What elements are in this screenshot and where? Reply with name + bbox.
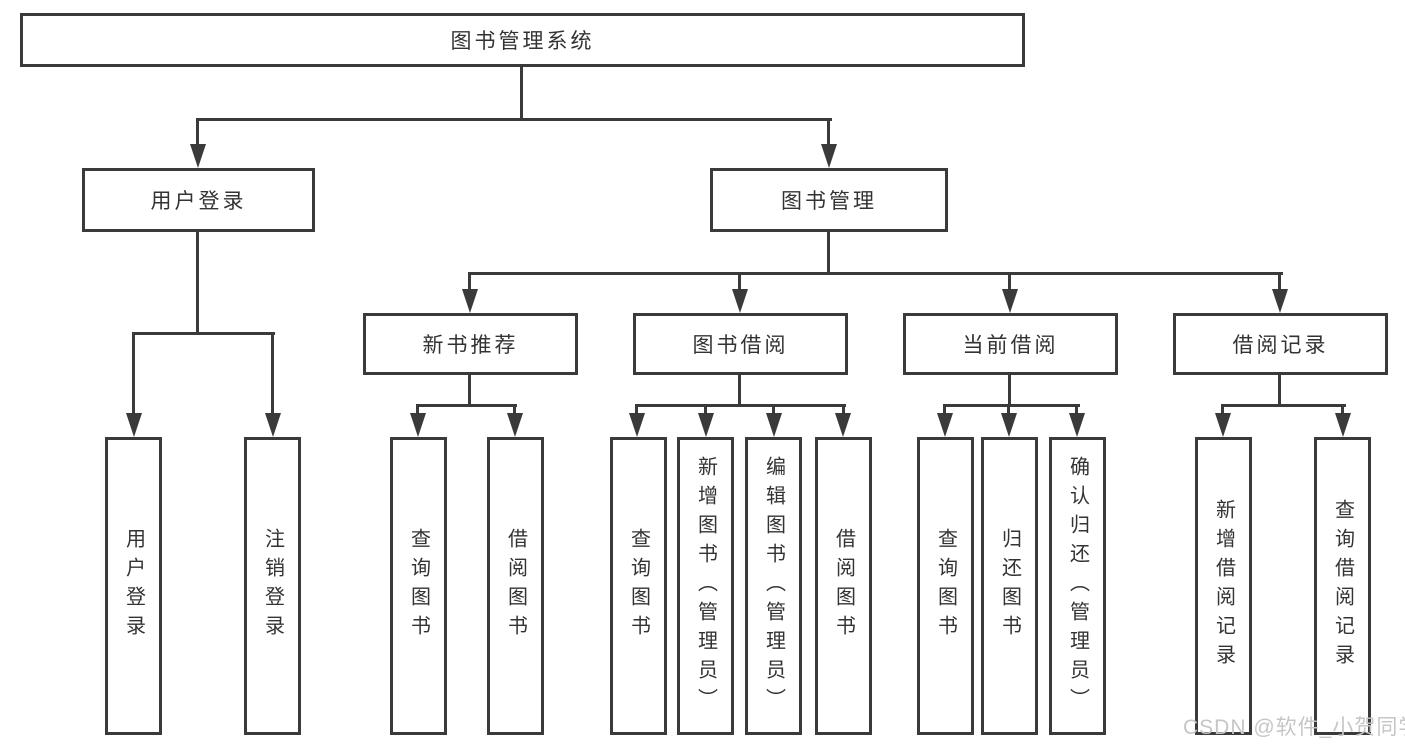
node-borrow-records-label: 借阅记录 (1232, 334, 1329, 357)
node-user-login-label: 用户登录 (150, 190, 247, 213)
arrow-to-user-login (190, 144, 206, 168)
arrow-to-borrow-records (1272, 289, 1288, 313)
arrow-to-bb-edit (766, 413, 782, 437)
leaf-logout-login: 注销登录 (244, 437, 301, 735)
connector-current-borrow-hline (943, 404, 1080, 407)
connector-recommend-hline (416, 404, 517, 407)
arrow-to-bb-borrow (835, 413, 851, 437)
connector-recommend-stem (468, 375, 471, 407)
arrow-to-leaf-user-login (126, 413, 142, 437)
arrow-to-recommend (462, 289, 478, 313)
connector-drop-user-login (196, 118, 199, 146)
node-book-management-label: 图书管理 (781, 190, 877, 213)
connector-book-mgmt-hline (468, 272, 1283, 275)
connector-drop-cb-confirm (1075, 404, 1078, 416)
node-user-login: 用户登录 (82, 168, 315, 232)
connector-borrow-records-hline (1221, 404, 1346, 407)
connector-root-stem (520, 67, 523, 120)
arrow-to-cb-return (1001, 413, 1017, 437)
leaf-bb-edit-books-admin-label: 编辑图书（管理员） (762, 455, 785, 717)
leaf-bb-add-books-admin-label: 新增图书（管理员） (694, 455, 717, 717)
leaf-cb-query-books-label: 查询图书 (934, 528, 957, 644)
connector-drop-book-mgmt (827, 118, 830, 146)
connector-drop-bb-add (704, 404, 707, 416)
connector-book-borrow-hline (635, 404, 846, 407)
node-current-borrow: 当前借阅 (903, 313, 1118, 375)
connector-user-login-hline (132, 332, 275, 335)
connector-drop-recommend (468, 272, 471, 291)
arrow-to-recommend-borrow (507, 413, 523, 437)
connector-drop-cb-return (1007, 404, 1010, 416)
csdn-watermark: CSDN @软件_小贺同学 (1183, 716, 1405, 739)
connector-drop-bb-borrow (842, 404, 845, 416)
connector-drop-br-query (1341, 404, 1344, 416)
connector-drop-bb-query (635, 404, 638, 416)
connector-borrow-records-stem (1278, 375, 1281, 407)
arrow-to-cb-query (937, 413, 953, 437)
node-new-book-recommend: 新书推荐 (363, 313, 578, 375)
connector-root-hline (196, 118, 832, 121)
connector-drop-leaf-user-login (132, 332, 135, 415)
arrow-to-br-query (1335, 413, 1351, 437)
connector-book-borrow-stem (738, 375, 741, 407)
leaf-logout-login-label: 注销登录 (261, 528, 284, 644)
connector-drop-recommend-query (416, 404, 419, 416)
leaf-bb-query-books: 查询图书 (610, 437, 667, 735)
connector-drop-book-borrow (738, 272, 741, 291)
leaf-br-query-record-label: 查询借阅记录 (1331, 499, 1354, 673)
arrow-to-bb-query (629, 413, 645, 437)
connector-drop-cb-query (943, 404, 946, 416)
leaf-bb-query-books-label: 查询图书 (627, 528, 650, 644)
leaf-cb-confirm-return-admin-label: 确认归还（管理员） (1066, 455, 1089, 717)
leaf-br-add-record-label: 新增借阅记录 (1212, 499, 1235, 673)
leaf-cb-return-books-label: 归还图书 (998, 528, 1021, 644)
connector-drop-leaf-logout (271, 332, 274, 415)
node-borrow-records: 借阅记录 (1173, 313, 1388, 375)
leaf-recommend-borrow-books-label: 借阅图书 (504, 528, 527, 644)
connector-book-mgmt-stem (827, 232, 830, 275)
node-library-system-label: 图书管理系统 (450, 30, 595, 53)
arrow-to-recommend-query (410, 413, 426, 437)
arrow-to-book-mgmt (821, 144, 837, 168)
leaf-br-add-record: 新增借阅记录 (1195, 437, 1252, 735)
node-book-borrow-label: 图书借阅 (692, 334, 789, 357)
connector-drop-current-borrow (1008, 272, 1011, 291)
leaf-cb-confirm-return-admin: 确认归还（管理员） (1049, 437, 1106, 735)
leaf-recommend-query-books-label: 查询图书 (407, 528, 430, 644)
leaf-user-login: 用户登录 (105, 437, 162, 735)
leaf-bb-edit-books-admin: 编辑图书（管理员） (745, 437, 802, 735)
leaf-recommend-borrow-books: 借阅图书 (487, 437, 544, 735)
leaf-recommend-query-books: 查询图书 (390, 437, 447, 735)
leaf-user-login-label: 用户登录 (122, 528, 145, 644)
connector-current-borrow-stem (1008, 375, 1011, 407)
node-new-book-recommend-label: 新书推荐 (422, 334, 519, 357)
arrow-to-current-borrow (1002, 289, 1018, 313)
leaf-bb-add-books-admin: 新增图书（管理员） (677, 437, 734, 735)
node-book-borrow: 图书借阅 (633, 313, 848, 375)
node-library-system: 图书管理系统 (20, 13, 1025, 67)
node-book-management: 图书管理 (710, 168, 948, 232)
leaf-br-query-record: 查询借阅记录 (1314, 437, 1371, 735)
arrow-to-bb-add (698, 413, 714, 437)
leaf-cb-query-books: 查询图书 (917, 437, 974, 735)
connector-drop-borrow-records (1278, 272, 1281, 291)
arrow-to-cb-confirm (1069, 413, 1085, 437)
leaf-bb-borrow-books-label: 借阅图书 (832, 528, 855, 644)
leaf-cb-return-books: 归还图书 (981, 437, 1038, 735)
connector-drop-br-add (1221, 404, 1224, 416)
arrow-to-leaf-logout (265, 413, 281, 437)
connector-drop-bb-edit (772, 404, 775, 416)
connector-drop-recommend-borrow (513, 404, 516, 416)
node-current-borrow-label: 当前借阅 (962, 334, 1059, 357)
arrow-to-br-add (1215, 413, 1231, 437)
arrow-to-book-borrow (732, 289, 748, 313)
leaf-bb-borrow-books: 借阅图书 (815, 437, 872, 735)
connector-user-login-stem (196, 232, 199, 335)
